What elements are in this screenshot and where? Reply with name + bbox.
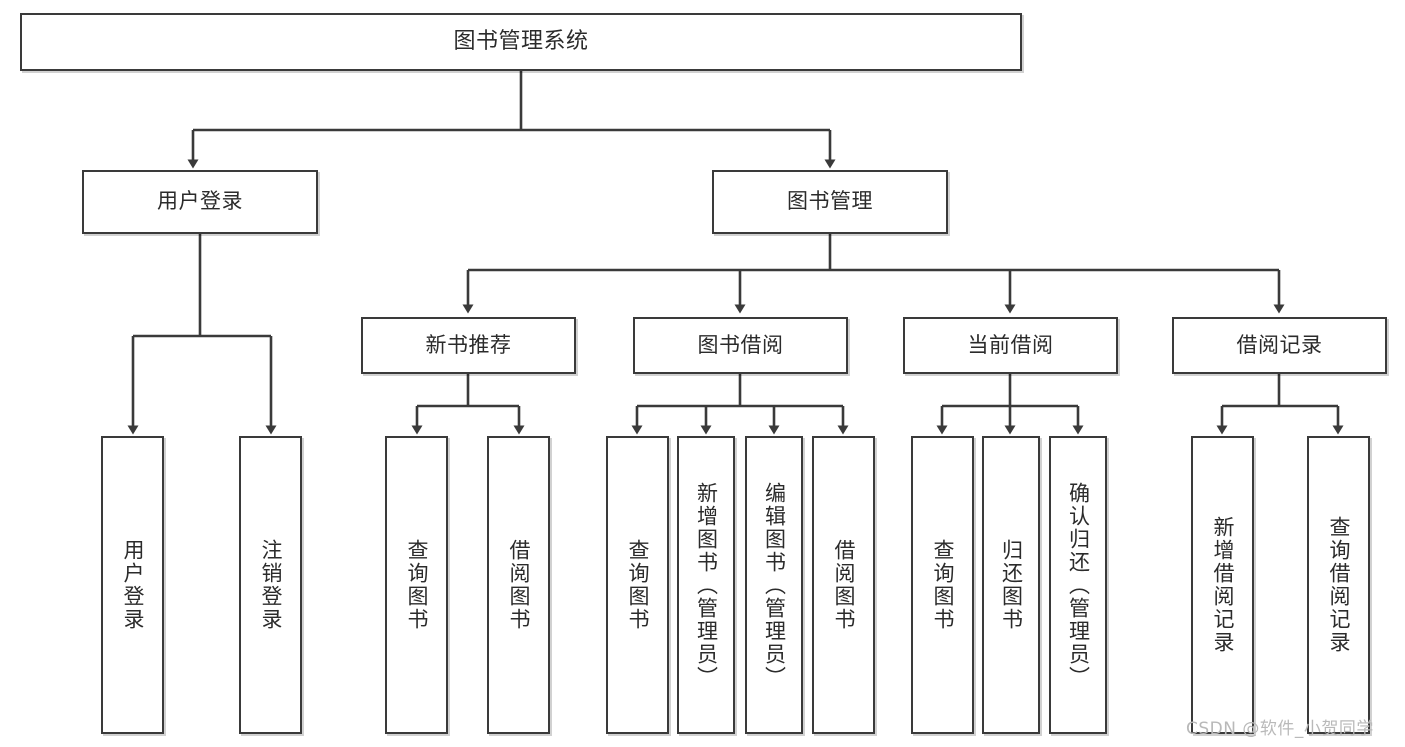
node-book-manage[interactable]: 图书管理 xyxy=(712,170,948,234)
leaf-query-book-recommend[interactable]: 查询图书 xyxy=(385,436,448,734)
node-current-borrow[interactable]: 当前借阅 xyxy=(903,317,1118,374)
node-label: 归还图书 xyxy=(999,539,1024,631)
leaf-confirm-return-admin[interactable]: 确认归还（管理员） xyxy=(1049,436,1107,734)
node-label: 借阅记录 xyxy=(1236,332,1323,357)
node-label: 借阅图书 xyxy=(507,539,531,631)
leaf-borrow-book[interactable]: 借阅图书 xyxy=(812,436,875,734)
node-label: 借阅图书 xyxy=(832,539,856,631)
leaf-query-book-current[interactable]: 查询图书 xyxy=(911,436,974,734)
leaf-add-book-admin[interactable]: 新增图书（管理员） xyxy=(677,436,735,734)
node-label: 新增图书（管理员） xyxy=(694,481,719,689)
leaf-add-borrow-record[interactable]: 新增借阅记录 xyxy=(1191,436,1254,734)
leaf-return-book[interactable]: 归还图书 xyxy=(982,436,1040,734)
node-label: 查询图书 xyxy=(405,539,429,631)
leaf-query-borrow-record[interactable]: 查询借阅记录 xyxy=(1307,436,1370,734)
node-label: 查询借阅记录 xyxy=(1327,516,1351,654)
node-label: 图书管理系统 xyxy=(453,28,589,54)
csdn-watermark: CSDN @软件_小贺同学 xyxy=(1186,719,1374,739)
node-label: 注销登录 xyxy=(259,539,283,631)
node-label: 编辑图书（管理员） xyxy=(762,481,787,689)
node-book-borrow[interactable]: 图书借阅 xyxy=(633,317,848,374)
leaf-query-book-borrow[interactable]: 查询图书 xyxy=(606,436,669,734)
node-new-book-recommend[interactable]: 新书推荐 xyxy=(361,317,576,374)
node-label: 新增借阅记录 xyxy=(1211,516,1235,654)
node-book-management-system[interactable]: 图书管理系统 xyxy=(20,13,1022,71)
leaf-borrow-book-recommend[interactable]: 借阅图书 xyxy=(487,436,550,734)
node-label: 确认归还（管理员） xyxy=(1066,481,1091,689)
node-user-login[interactable]: 用户登录 xyxy=(82,170,318,234)
node-label: 图书管理 xyxy=(787,189,873,214)
node-label: 查询图书 xyxy=(931,539,955,631)
node-label: 图书借阅 xyxy=(697,332,784,357)
node-label: 用户登录 xyxy=(121,539,145,631)
node-label: 新书推荐 xyxy=(425,332,512,357)
node-label: 用户登录 xyxy=(157,189,243,214)
node-borrow-record[interactable]: 借阅记录 xyxy=(1172,317,1387,374)
leaf-edit-book-admin[interactable]: 编辑图书（管理员） xyxy=(745,436,803,734)
node-label: 查询图书 xyxy=(626,539,650,631)
leaf-user-login[interactable]: 用户登录 xyxy=(101,436,164,734)
node-label: 当前借阅 xyxy=(967,332,1054,357)
leaf-user-logout[interactable]: 注销登录 xyxy=(239,436,302,734)
